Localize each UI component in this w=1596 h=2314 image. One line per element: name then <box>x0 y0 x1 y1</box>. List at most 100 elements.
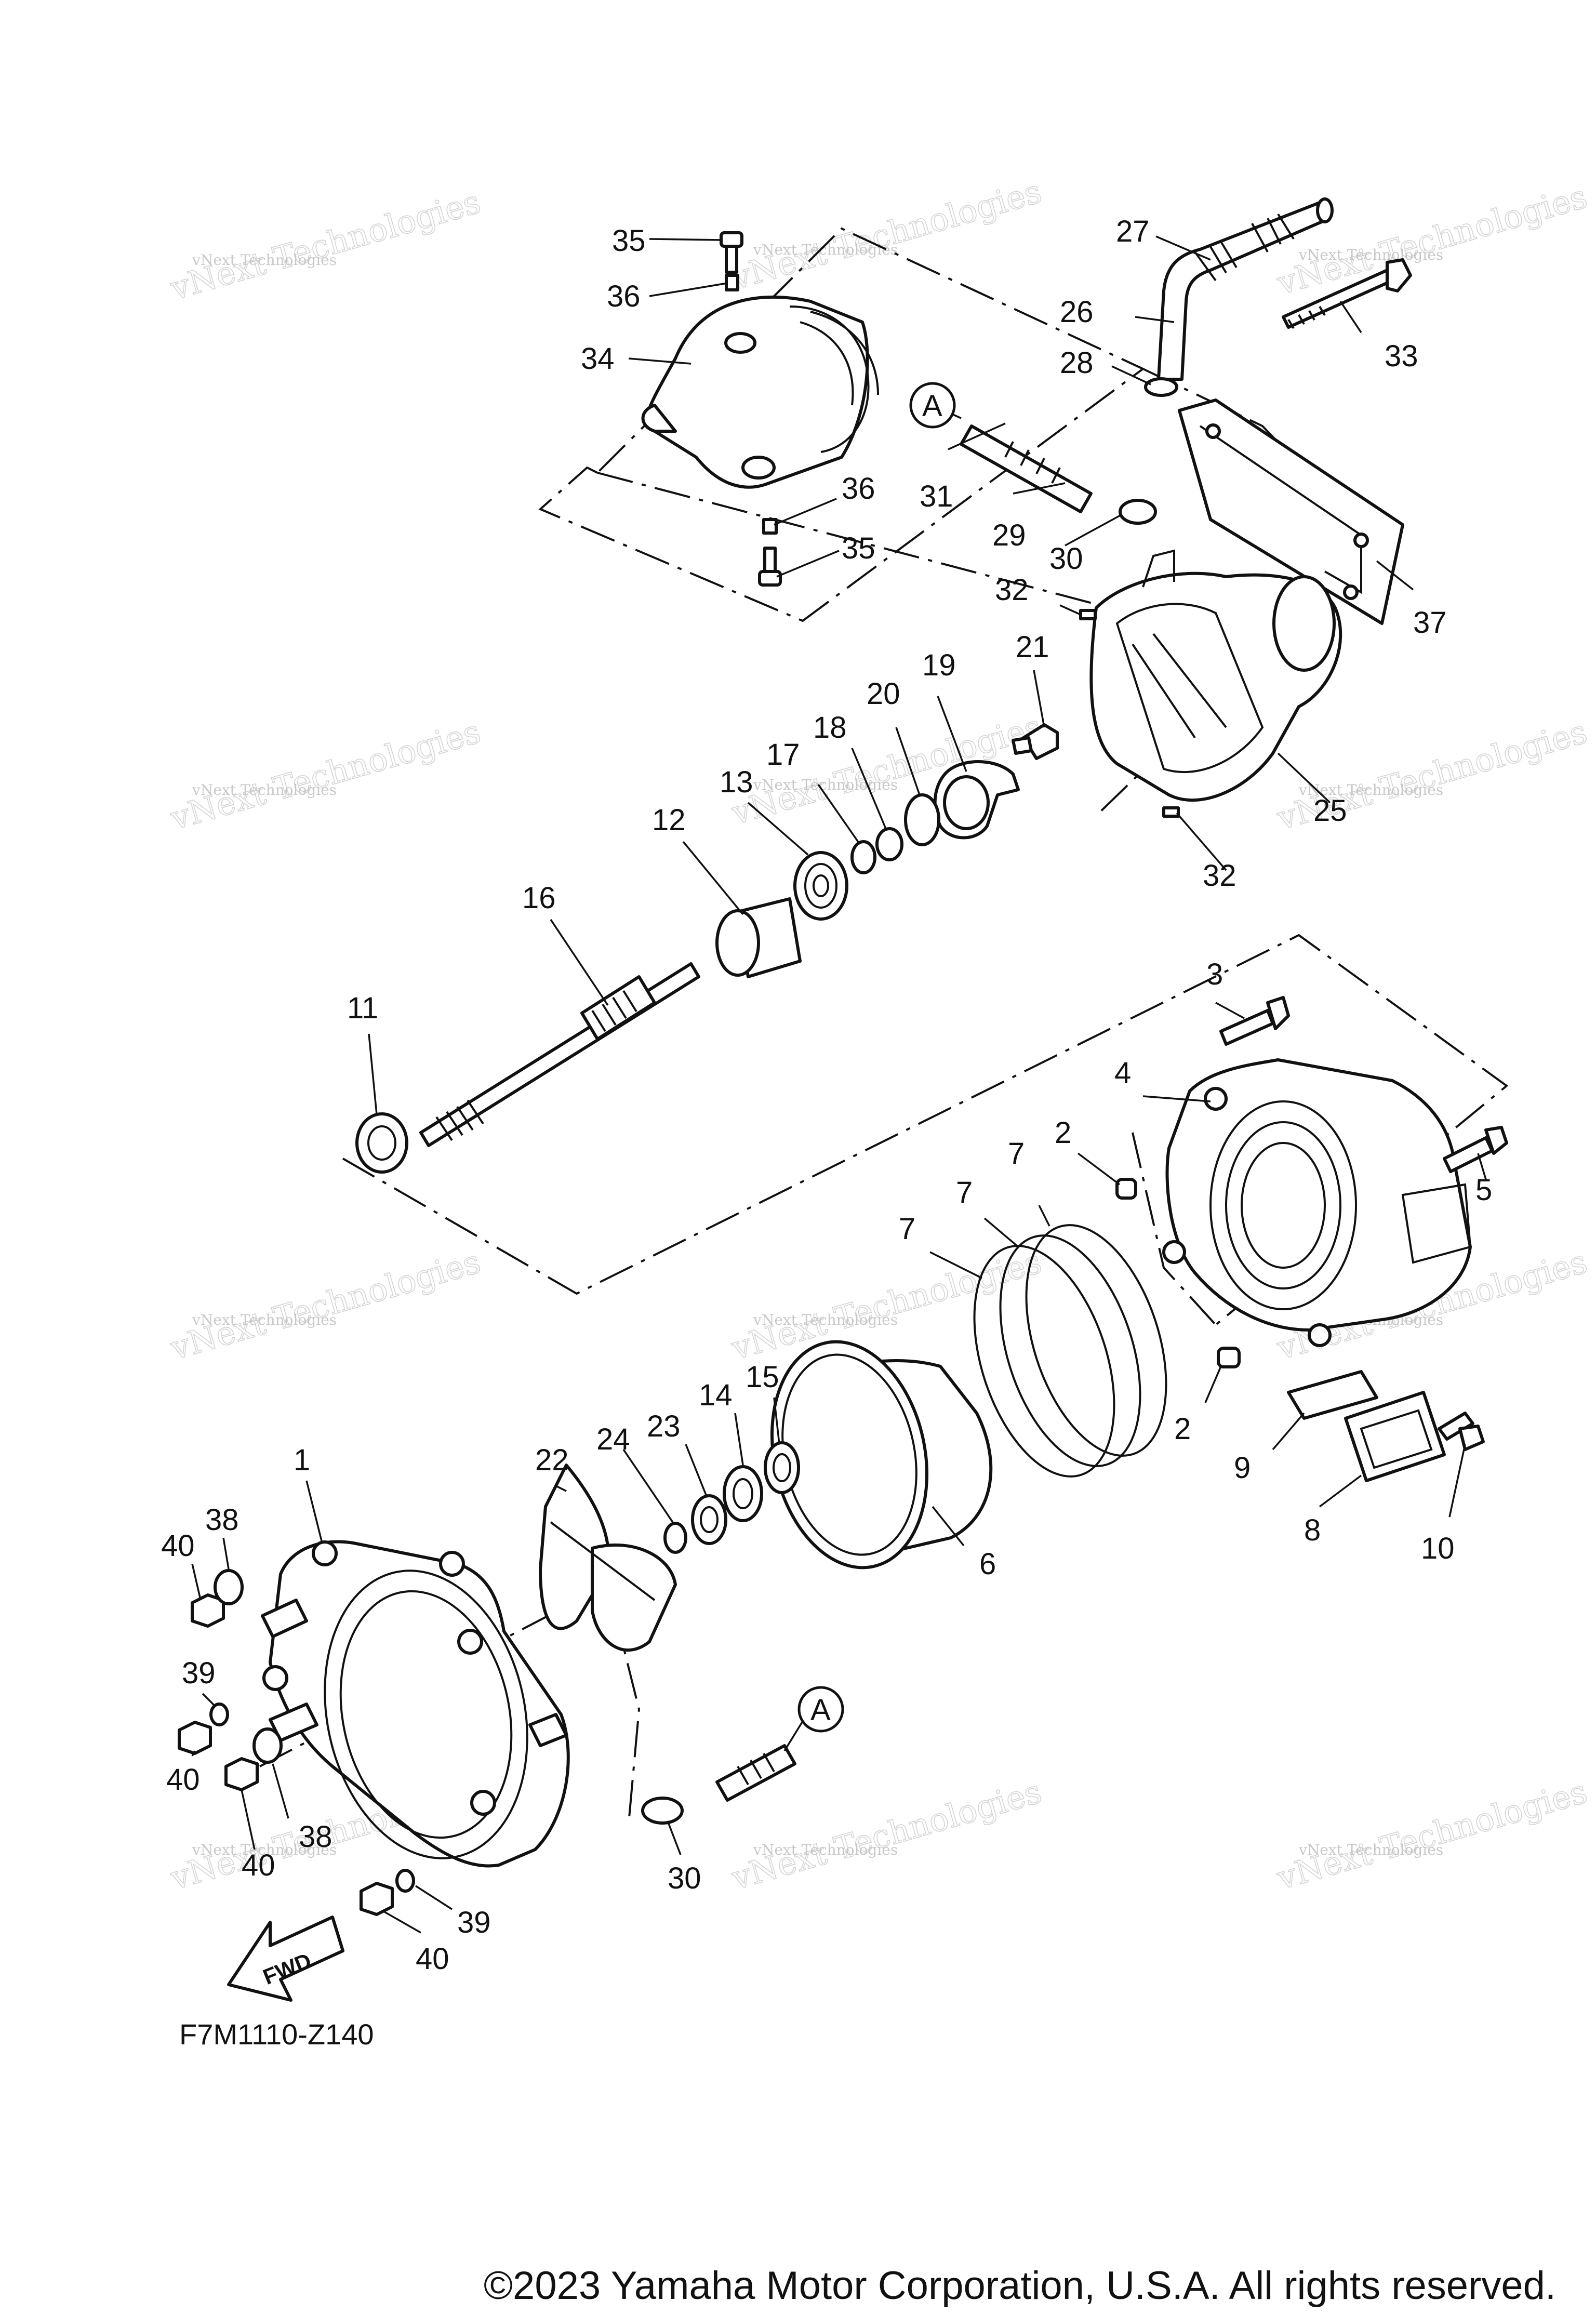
sleeve-12 <box>715 897 802 978</box>
seal-15 <box>764 1441 800 1494</box>
nozzle-housing-25 <box>1089 549 1342 802</box>
callout-6: 6 <box>979 1547 996 1581</box>
watermark-logo: vNext Technologies <box>727 1243 1046 1367</box>
bearing-11 <box>355 1112 408 1174</box>
watermark: vNext Technologies vNext Technologies <box>727 1772 1046 1898</box>
watermark: vNext Technologies vNext Technologies <box>727 172 1046 298</box>
bearing-13 <box>793 851 848 921</box>
plane-top-nozzle <box>538 227 1145 622</box>
nut-40-b <box>178 1721 212 1755</box>
callout-1: 1 <box>294 1443 310 1477</box>
hose <box>1157 197 1334 381</box>
watermark-logo: vNext Technologies <box>166 183 485 308</box>
watermark-text: vNext Technologies <box>753 1311 898 1328</box>
shaft-16 <box>419 962 700 1147</box>
callout-20: 20 <box>867 677 900 711</box>
callout-25: 25 <box>1313 794 1347 828</box>
figure-code: F7M1110-Z140 <box>179 2018 374 2051</box>
callout-40: 40 <box>161 1529 195 1563</box>
callout-35: 35 <box>612 224 646 258</box>
callout-31: 31 <box>920 480 953 513</box>
cover-19 <box>933 760 1020 840</box>
leader-lines <box>191 235 1487 1934</box>
pin-32-b <box>1162 806 1180 818</box>
washer-39-a <box>209 1703 229 1726</box>
callout-36: 36 <box>607 280 641 313</box>
callout-9: 9 <box>1234 1451 1251 1485</box>
callout-11: 11 <box>347 991 378 1025</box>
nozzle-cover <box>641 295 879 489</box>
callout-37: 37 <box>1413 606 1447 640</box>
watermark: vNext Technologies vNext Technologies <box>166 182 485 308</box>
watermark-logo: vNext Technologies <box>166 713 485 837</box>
callout-39: 39 <box>182 1656 216 1690</box>
watermark-logo: vNext Technologies <box>1273 1773 1591 1897</box>
nut-18 <box>875 827 903 861</box>
callout-22: 22 <box>535 1443 569 1477</box>
callout-30: 30 <box>668 1861 701 1895</box>
bolt-21 <box>1012 723 1059 760</box>
callout-18: 18 <box>813 711 847 744</box>
watermark: vNext Technologies vNext Technologies <box>166 1242 485 1368</box>
watermark-text: vNext Technologies <box>753 776 898 793</box>
callout-26: 26 <box>1060 295 1094 329</box>
ring-24 <box>663 1522 687 1554</box>
callout-5: 5 <box>1475 1173 1492 1207</box>
washer-38-a <box>214 1569 244 1605</box>
callout-21: 21 <box>1016 630 1049 664</box>
watermark-logo: vNext Technologies <box>1273 178 1591 302</box>
plane-mid <box>342 934 1509 1326</box>
callout-19: 19 <box>922 648 956 682</box>
bolt-35-bottom <box>758 518 782 587</box>
watermark: vNext Technologies vNext Technologies <box>166 712 485 838</box>
parts: FWD <box>178 197 1508 2002</box>
watermark-text: vNext Technologies <box>1298 1841 1443 1858</box>
watermark-text: vNext Technologies <box>192 251 337 269</box>
watermark-logo: vNext Technologies <box>727 172 1046 297</box>
callout-13: 13 <box>720 765 753 799</box>
rings-7 <box>973 1224 1167 1478</box>
callout-4: 4 <box>1114 1056 1131 1090</box>
callout-15: 15 <box>746 1360 779 1394</box>
bolt-3 <box>1219 996 1290 1046</box>
pin-32-a <box>1079 609 1097 620</box>
seal-23 <box>691 1494 727 1545</box>
watermark-text: vNext Technologies <box>1298 246 1443 263</box>
watermark-text: vNext Technologies <box>192 1841 337 1858</box>
watermark-text: vNext Technologies <box>753 1841 898 1858</box>
pipe-31 <box>960 424 1157 525</box>
callout-17: 17 <box>766 738 800 772</box>
watermark-text: vNext Technologies <box>192 1311 337 1328</box>
ref-marker-a-bottom <box>797 1686 844 1733</box>
callout-28: 28 <box>1060 346 1094 380</box>
ref-marker-a-label: A <box>922 389 942 423</box>
callout-27: 27 <box>1116 215 1150 248</box>
watermark-logo: vNext Technologies <box>727 1773 1046 1897</box>
copyright-notice: ©2023 Yamaha Motor Corporation, U.S.A. A… <box>484 2264 1556 2308</box>
bolt-10 <box>1438 1412 1485 1451</box>
callout-30: 30 <box>1049 542 1083 576</box>
bolt-33 <box>1282 258 1412 329</box>
callout-8: 8 <box>1304 1513 1321 1547</box>
callout-40: 40 <box>242 1848 275 1882</box>
dowel-2-a <box>1115 1178 1137 1200</box>
washer-39-b <box>395 1869 415 1893</box>
callout-24: 24 <box>596 1422 630 1456</box>
callout-7: 7 <box>956 1176 973 1209</box>
callout-33: 33 <box>1385 339 1418 373</box>
callout-2: 2 <box>1055 1116 1071 1150</box>
gasket-9 <box>1287 1370 1378 1420</box>
callout-29: 29 <box>992 518 1026 552</box>
watermark: vNext Technologies vNext Technologies <box>1272 1772 1592 1898</box>
washer-38-b <box>252 1727 283 1764</box>
plane-mid-right <box>1132 1132 1217 1326</box>
callout-34: 34 <box>581 342 615 376</box>
watermark: vNext Technologies vNext Technologies <box>1272 177 1592 303</box>
watermark-logo: vNext Technologies <box>166 1243 485 1367</box>
callout-32: 32 <box>995 573 1029 607</box>
callout-35: 35 <box>842 531 875 565</box>
ref-marker-a-label: A <box>810 1693 831 1727</box>
callout-7: 7 <box>899 1212 915 1246</box>
cover-8 <box>1344 1391 1446 1482</box>
